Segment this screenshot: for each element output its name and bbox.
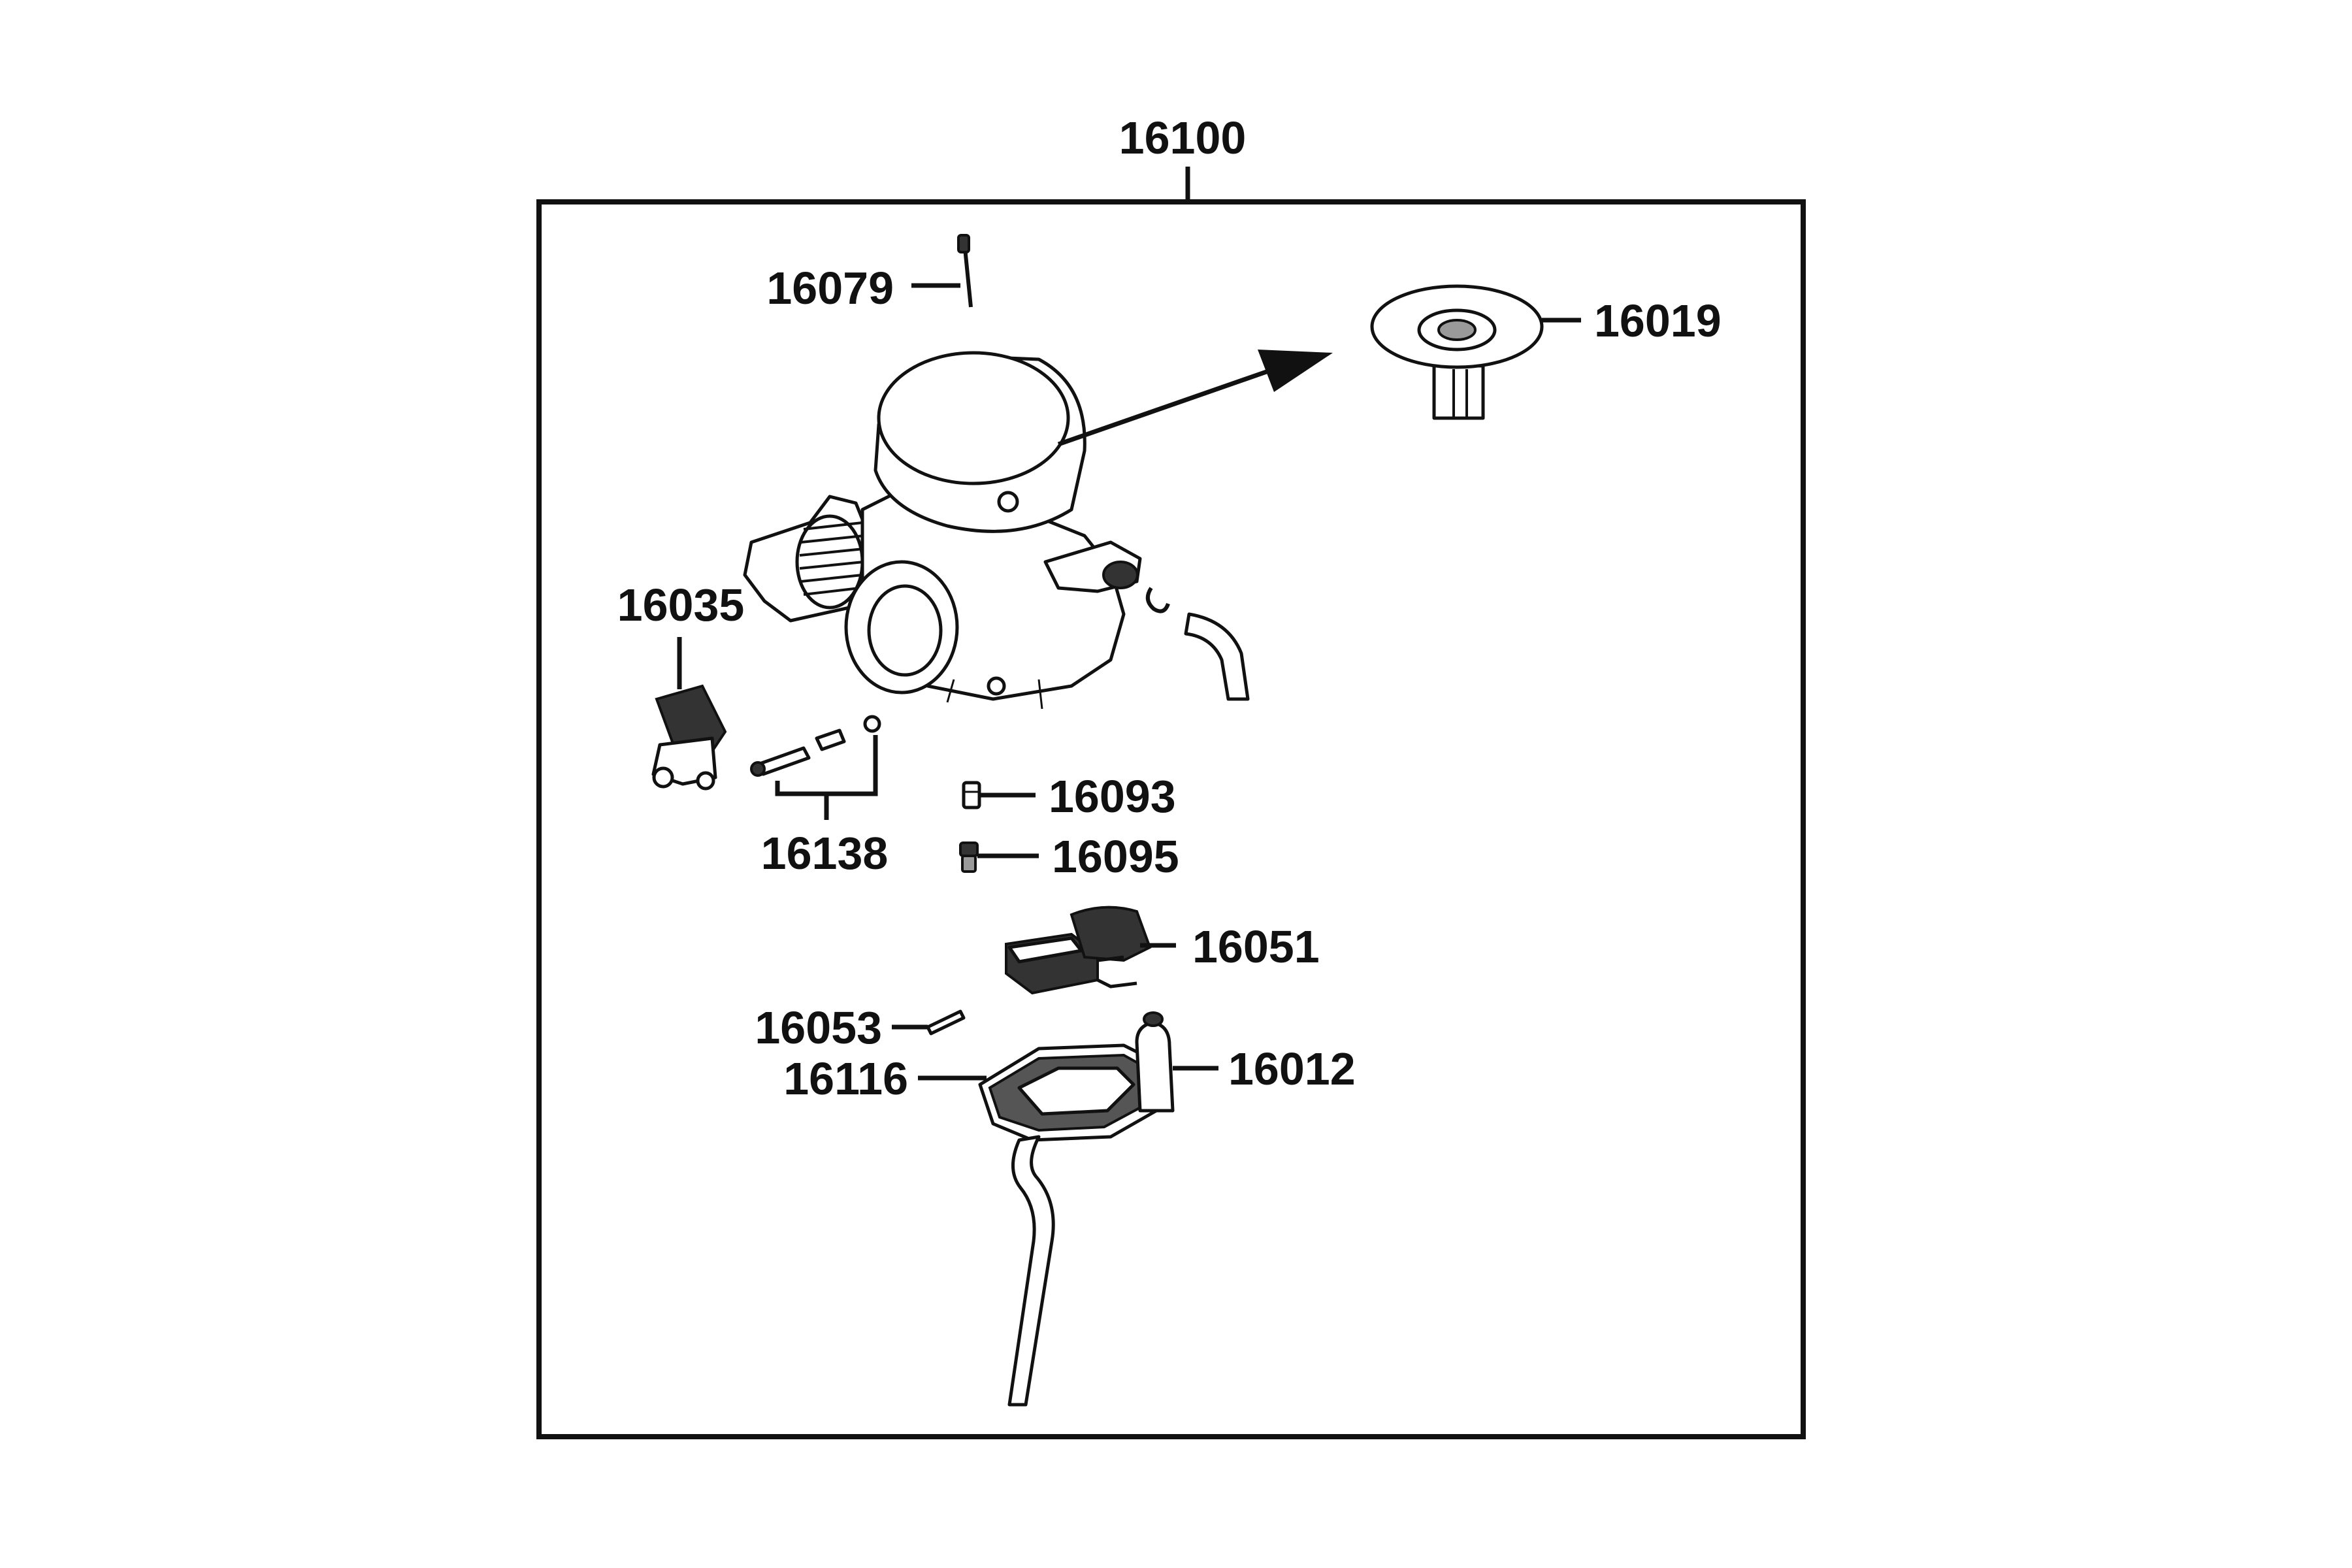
label-16051[interactable]: 16051 — [1192, 921, 1320, 972]
carburetor-body — [743, 351, 1142, 710]
arrow-shaft — [1057, 367, 1275, 447]
diaphragm-part — [1370, 284, 1544, 420]
float-part — [1005, 906, 1152, 995]
label-16095[interactable]: 16095 — [1052, 831, 1179, 882]
assembly-frame — [536, 199, 1806, 1439]
float-pin-part — [926, 1009, 966, 1036]
label-16053[interactable]: 16053 — [755, 1002, 882, 1053]
label-16138[interactable]: 16138 — [761, 828, 889, 879]
hose-part — [1145, 587, 1250, 701]
label-16100[interactable]: 16100 — [1119, 112, 1247, 163]
needle-part — [957, 234, 973, 308]
label-16019[interactable]: 16019 — [1594, 295, 1722, 346]
label-16012[interactable]: 16012 — [1228, 1043, 1356, 1094]
screw-b-part — [959, 841, 979, 873]
screw-a-part — [962, 781, 981, 809]
label-16093[interactable]: 16093 — [1049, 771, 1176, 822]
label-16079[interactable]: 16079 — [766, 263, 894, 314]
arrow-head — [1258, 350, 1333, 392]
label-16116[interactable]: 16116 — [783, 1053, 908, 1104]
float-bowl-part — [978, 1011, 1175, 1407]
screw-set-part — [750, 715, 881, 777]
starter-part — [651, 684, 727, 791]
label-16035[interactable]: 16035 — [617, 580, 745, 630]
